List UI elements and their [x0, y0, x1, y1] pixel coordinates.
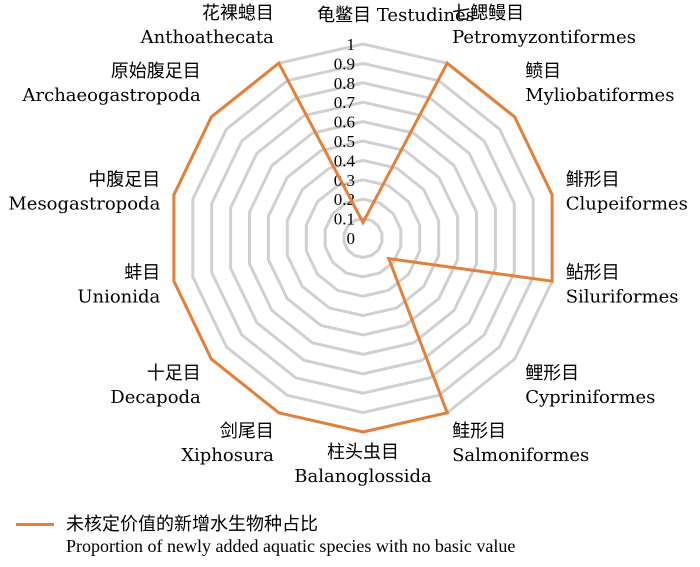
category-label-en: Decapoda: [110, 387, 201, 408]
category-label-zh: 鲱形目: [566, 169, 620, 190]
tick-label: 0.4: [334, 151, 356, 170]
series-layer: [172, 60, 554, 434]
tick-label: 1: [347, 35, 356, 54]
series-point: [209, 357, 213, 361]
category-label-en: Archaeogastropoda: [22, 85, 202, 106]
category-label-zh: 蚌目: [124, 263, 160, 284]
legend: 未核定价值的新增水生物种占比 Proportion of newly added…: [10, 506, 695, 562]
tick-label: 0.5: [334, 132, 355, 151]
grid-ring: [191, 61, 535, 415]
series-point: [445, 61, 449, 65]
category-label-zh: 原始腹足目: [111, 61, 201, 82]
category-label-zh: 鲼目: [525, 61, 561, 82]
grid-ring: [248, 120, 478, 356]
radial-tick-labels: 00.10.20.30.40.50.60.70.80.91: [334, 35, 356, 248]
category-label-en: Anthoathecata: [140, 27, 275, 48]
series-point: [361, 221, 365, 224]
tick-label: 0.8: [334, 74, 355, 93]
grid-ring: [323, 197, 403, 279]
series-point: [550, 193, 554, 197]
series-point: [277, 411, 281, 415]
category-label-zh: 七鳃鳗目: [452, 3, 524, 24]
grid-ring: [304, 178, 422, 298]
series-point: [277, 61, 281, 65]
category-label-en: Myliobatiformes: [525, 85, 674, 106]
tick-label: 0.7: [334, 93, 356, 112]
series-point: [513, 115, 517, 119]
category-label-zh: 鲑形目: [452, 421, 506, 442]
category-label-en: Clupeiformes: [566, 193, 688, 214]
legend-label-zh: 未核定价值的新增水生物种占比: [66, 514, 318, 535]
category-label-en: Siluriformes: [566, 287, 679, 308]
grid-ring: [342, 217, 384, 259]
category-label-zh: 花裸螅目: [202, 3, 274, 24]
category-label-en: Balanoglossida: [294, 466, 432, 487]
category-label-en: Xiphosura: [181, 445, 274, 466]
category-label: 龟鳖目 Testudines: [317, 5, 475, 26]
series-point: [172, 279, 176, 283]
category-label-en: Mesogastropoda: [8, 193, 160, 214]
series-point: [209, 115, 213, 119]
category-label-zh: 中腹足目: [88, 169, 160, 190]
tick-label: 0.1: [334, 210, 355, 229]
grid-ring: [210, 81, 516, 395]
grid-ring: [285, 158, 441, 318]
category-label-en: Salmoniformes: [452, 445, 589, 466]
series-point: [387, 257, 391, 261]
radar-chart: 00.10.20.30.40.50.60.70.80.91 龟鳖目 Testud…: [8, 3, 687, 487]
tick-label: 0: [347, 229, 356, 248]
category-label-zh: 鲤形目: [525, 363, 579, 384]
category-label-en: Unionida: [77, 287, 160, 308]
tick-label: 0.6: [334, 113, 355, 132]
grid-ring: [229, 100, 497, 376]
tick-label: 0.9: [334, 54, 355, 73]
category-label-zh: 柱头虫目: [327, 442, 399, 463]
legend-label-en: Proportion of newly added aquatic specie…: [66, 536, 516, 556]
category-label-zh: 鲇形目: [566, 263, 620, 284]
series-point: [445, 411, 449, 415]
category-label-zh: 十足目: [147, 363, 201, 384]
category-label-zh: 剑尾目: [220, 421, 274, 442]
legend-line-swatch: [16, 523, 54, 526]
category-label-en: Cypriniformes: [525, 387, 655, 408]
category-label-en: Petromyzontiformes: [452, 27, 636, 48]
grid-ring: [266, 139, 460, 337]
series-point: [550, 279, 554, 283]
series-point: [361, 430, 365, 434]
series-point: [172, 193, 176, 197]
